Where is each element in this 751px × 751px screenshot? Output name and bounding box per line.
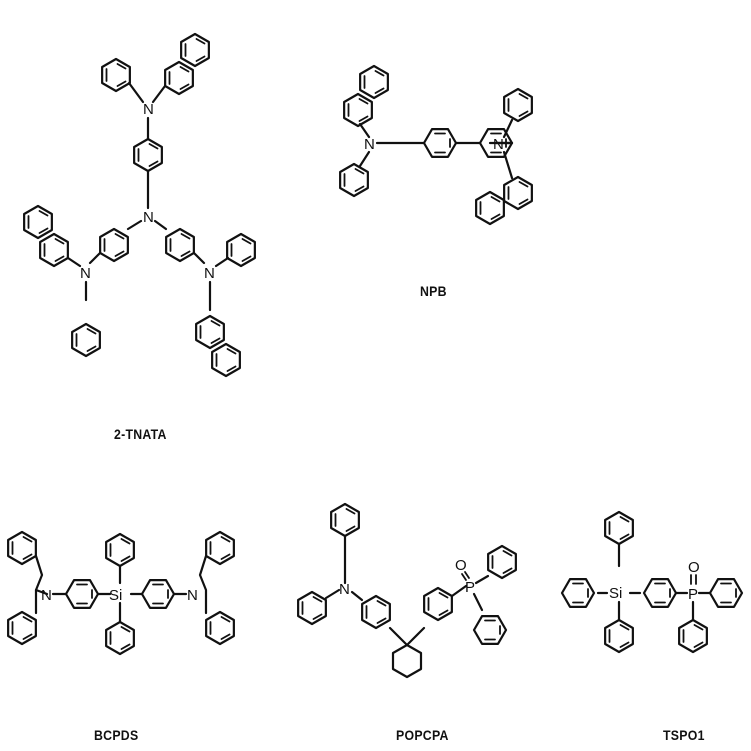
compound-label-bcpds: BCPDS [94,727,139,743]
svg-text:N: N [187,587,198,604]
structure-bcpds: N Si N [8,532,234,654]
svg-text:N: N [41,587,52,604]
svg-text:Si: Si [109,587,122,604]
atom-n-central: N [143,209,154,226]
svg-text:N: N [143,101,154,118]
svg-text:P: P [688,586,698,603]
svg-text:O: O [455,557,467,574]
svg-text:N: N [364,136,375,153]
compound-label-popcpa: POPCPA [396,727,449,743]
svg-text:N: N [493,136,504,153]
compound-label-tspo1: TSPO1 [663,727,705,743]
svg-text:Si: Si [609,585,622,602]
structure-2tnata: N N N N [24,34,255,376]
structure-tspo1: Si P O [562,512,742,652]
structure-npb: N N [340,66,532,224]
svg-text:N: N [80,265,91,282]
svg-text:P: P [465,579,475,596]
compound-label-2tnata: 2-TNATA [114,426,167,442]
compound-label-npb: NPB [420,283,447,299]
structure-popcpa: N P O [298,504,516,679]
svg-text:O: O [688,559,700,576]
svg-text:N: N [204,265,215,282]
svg-text:N: N [339,581,350,598]
